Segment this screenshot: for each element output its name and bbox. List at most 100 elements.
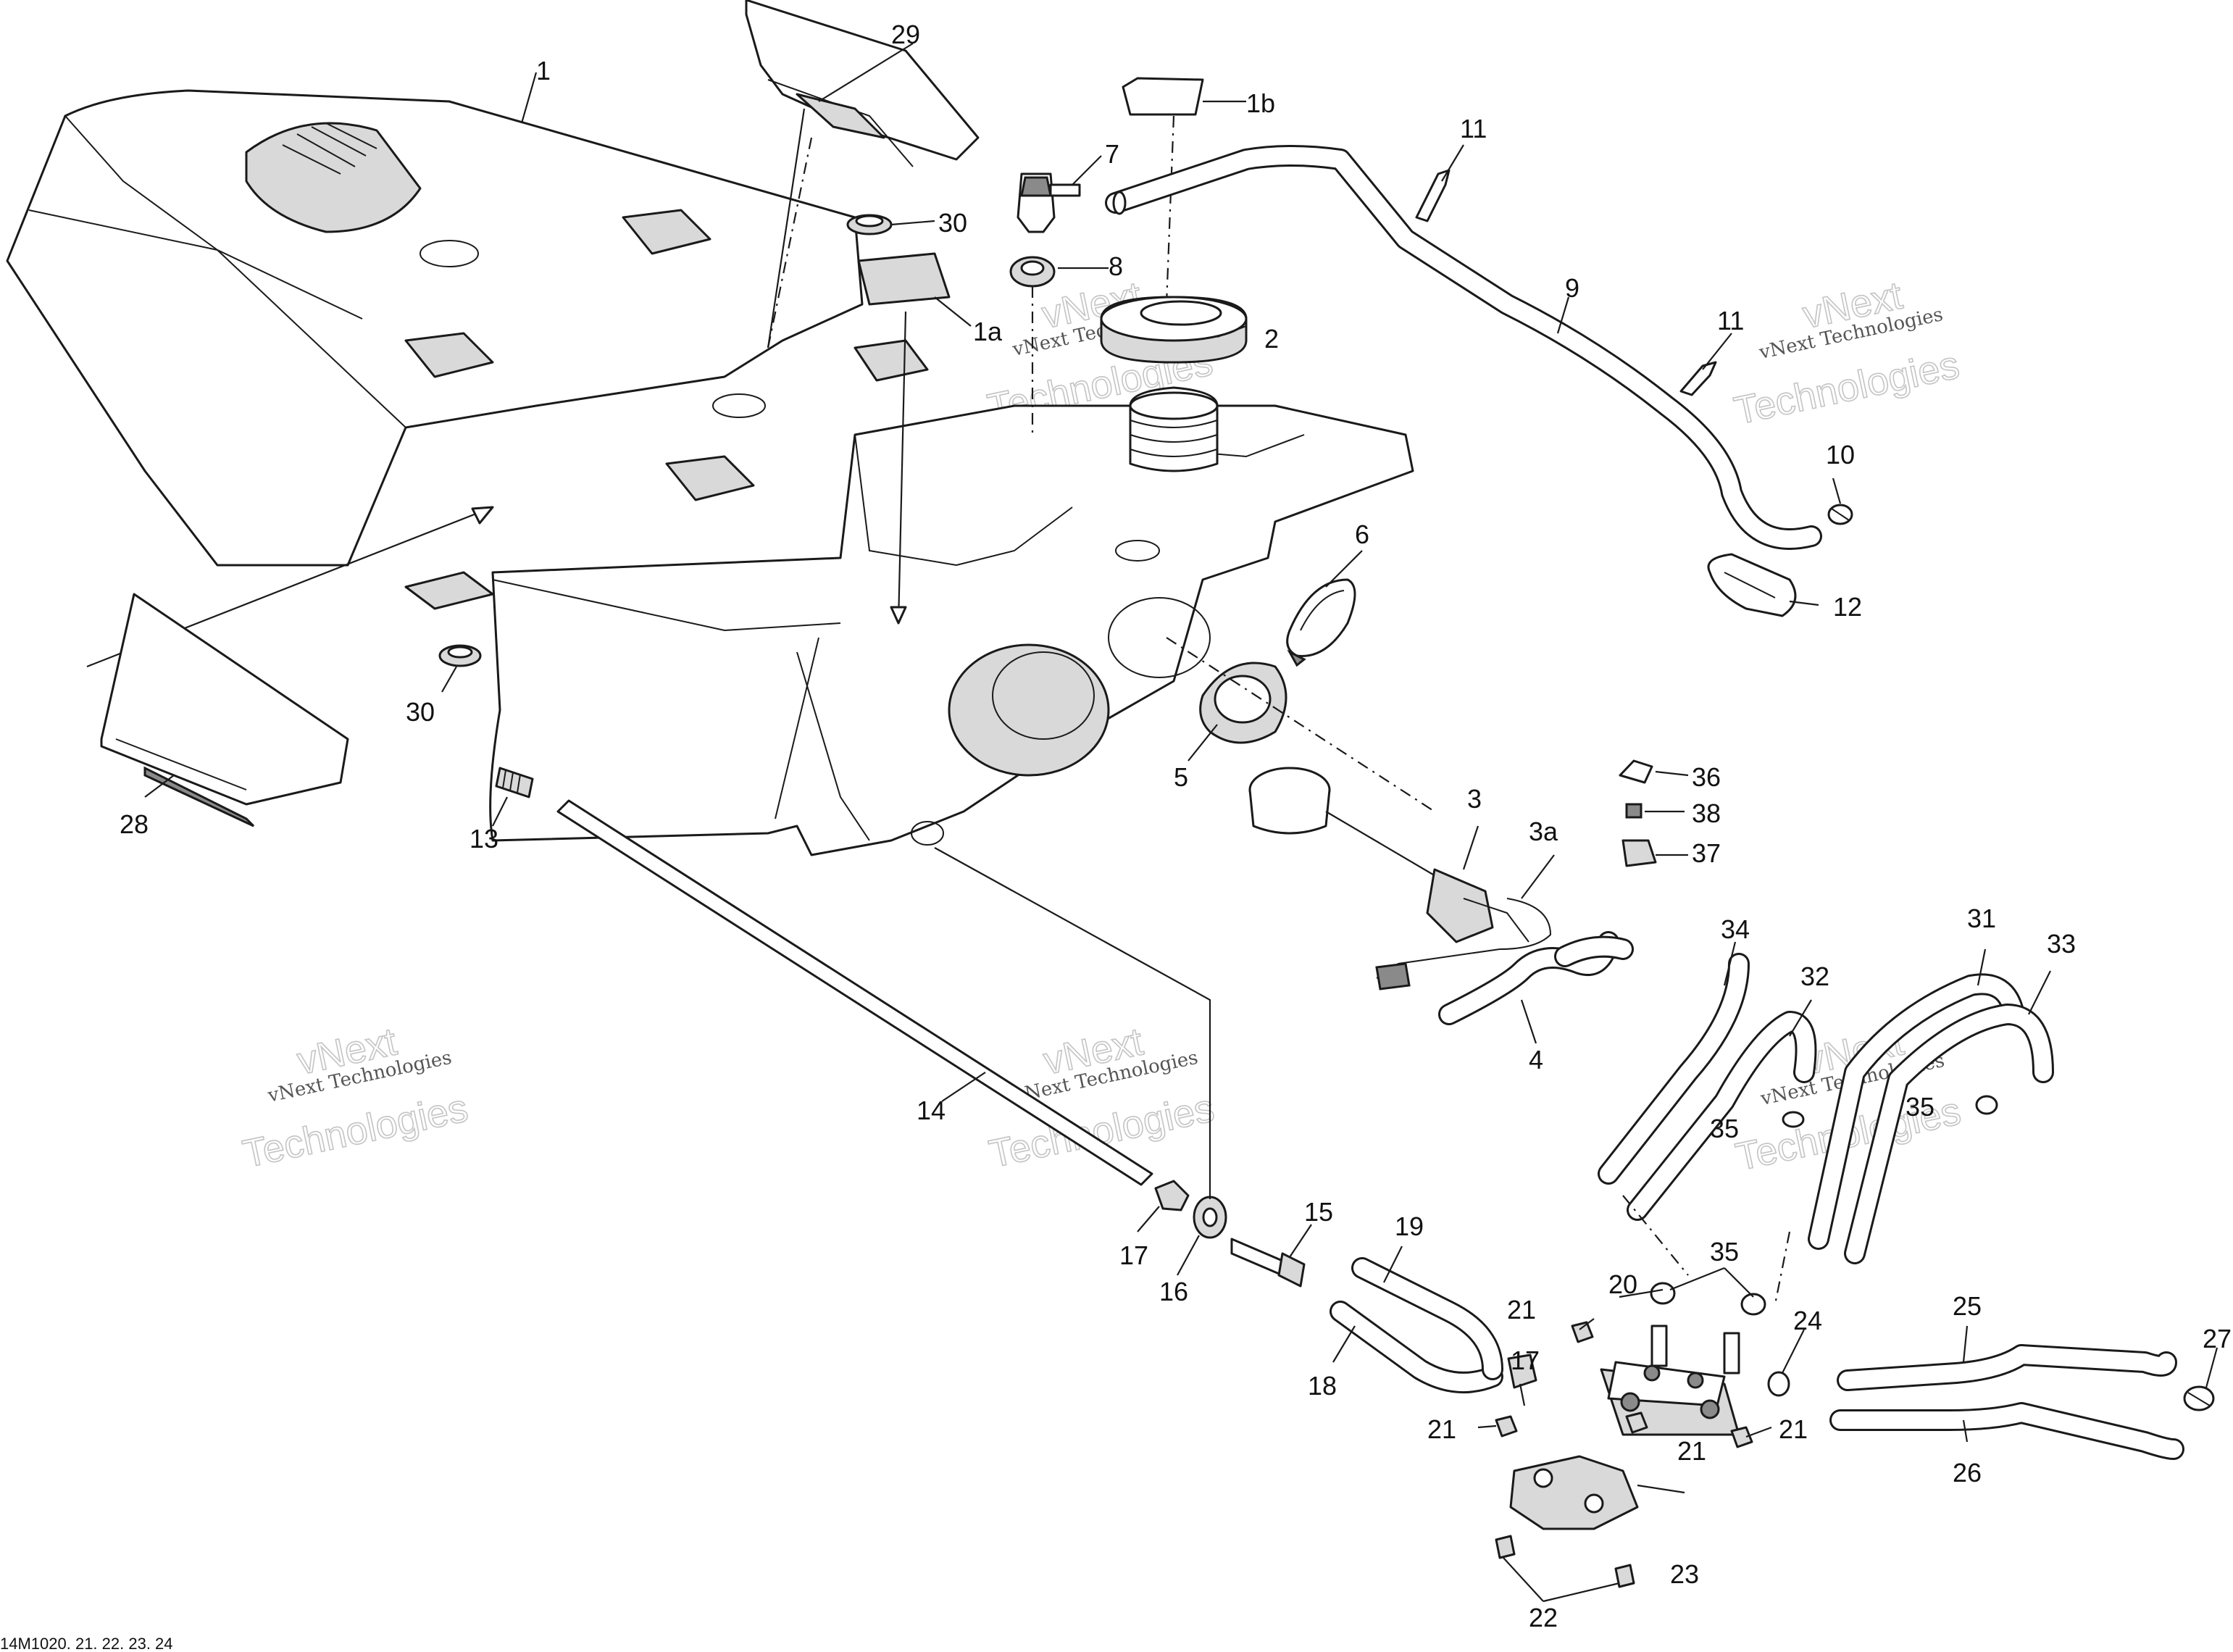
fuel-cap-2: [1100, 296, 1248, 364]
clamp-24: [1767, 1371, 1790, 1397]
tube-14: [556, 799, 1153, 1186]
screw-22-right: [1614, 1564, 1635, 1588]
callout-24: 24: [1793, 1306, 1822, 1335]
hose-18: [1330, 1301, 1503, 1393]
hose-4: [1438, 931, 1634, 1025]
side-panel-28: [100, 593, 349, 827]
callout-36: 36: [1692, 762, 1721, 792]
clamps-35: [1650, 1095, 1998, 1316]
callout-numbers: 1 29 30 1a 1b 2 7 8 11 9 11 10 12 6 5 3 …: [120, 20, 2232, 1632]
callout-23: 23: [1670, 1559, 1699, 1589]
callout-10: 10: [1826, 440, 1855, 470]
callout-1b: 1b: [1246, 88, 1275, 118]
pad-1b: [1122, 77, 1204, 305]
callout-5: 5: [1174, 762, 1188, 792]
assembly-line: [1774, 1231, 1791, 1305]
fuel-pump-sender-3: [1248, 767, 1529, 943]
drawing-id: 14M1020. 21. 22. 23. 24: [0, 1635, 173, 1652]
callout-19: 19: [1395, 1211, 1424, 1241]
hose-33: [1844, 1004, 2054, 1264]
vent-valve-7: [1017, 172, 1081, 233]
callout-17: 17: [1511, 1346, 1540, 1375]
callout-38: 38: [1692, 798, 1721, 828]
callout-13: 13: [469, 824, 498, 854]
callout-18: 18: [1308, 1371, 1337, 1401]
fitting-13: [495, 767, 534, 798]
callout-37: 37: [1692, 838, 1721, 868]
callout-34: 34: [1721, 914, 1750, 944]
grommet-30-upper: [846, 214, 893, 235]
clamp-10: [1827, 504, 1853, 525]
watermark: vNext vNext Technologies Technologies: [1730, 273, 1963, 434]
callout-7: 7: [1105, 139, 1119, 169]
callout-16: 16: [1159, 1277, 1188, 1306]
callout-35: 35: [1710, 1114, 1739, 1143]
callout-35: 35: [1710, 1237, 1739, 1267]
callout-20: 20: [1608, 1269, 1637, 1299]
strap-12: [1707, 553, 1797, 617]
pad-1a: [857, 252, 951, 625]
watermark: vNext vNext Technologies Technologies: [238, 1019, 472, 1177]
nut-38: [1625, 803, 1643, 819]
callout-31: 31: [1967, 904, 1996, 933]
callout-1: 1: [536, 56, 551, 85]
grommet-30-lower: [438, 644, 482, 667]
hose-19: [1351, 1257, 1503, 1380]
callout-12: 12: [1833, 592, 1862, 622]
grommet-8: [1009, 256, 1056, 435]
nut-17-lower: [1507, 1353, 1537, 1389]
leader-lines: [144, 43, 2219, 1603]
seal-ring-6: [1286, 578, 1356, 667]
upper-panel-29: [745, 0, 980, 349]
callout-21: 21: [1507, 1295, 1536, 1324]
screw-22-left: [1495, 1535, 1516, 1559]
callout-1a: 1a: [973, 317, 1003, 346]
callout-29: 29: [891, 20, 920, 49]
assembly-line: [1622, 1195, 1689, 1276]
callout-4: 4: [1529, 1045, 1543, 1075]
clip-36: [1619, 759, 1653, 784]
callout-28: 28: [120, 809, 149, 839]
callout-9: 9: [1565, 273, 1579, 303]
nuts-21: [1495, 1321, 1753, 1448]
filter-assembly-20: [1600, 1324, 1740, 1436]
fitting-15: [1230, 1238, 1306, 1288]
nut-17-upper: [1154, 1180, 1190, 1211]
callout-6: 6: [1355, 520, 1369, 549]
hose-25: [1837, 1344, 2177, 1391]
fuel-tank: [6, 89, 1414, 856]
vent-hose-9: [1105, 145, 1822, 550]
wiring-3a: [1375, 898, 1552, 990]
callout-21: 21: [1779, 1414, 1808, 1444]
callout-21: 21: [1677, 1436, 1706, 1466]
callout-22: 22: [1529, 1603, 1558, 1632]
hose-31: [1808, 973, 2025, 1250]
clamp-27: [2183, 1385, 2215, 1411]
callout-11: 11: [1717, 306, 1744, 335]
check-valve-11-lower: [1679, 361, 1717, 396]
callout-32: 32: [1800, 961, 1829, 991]
hose-32: [1627, 1011, 1817, 1221]
callout-2: 2: [1264, 324, 1279, 354]
callout-21: 21: [1427, 1414, 1456, 1444]
callout-30: 30: [938, 208, 967, 238]
hose-34: [1598, 953, 1750, 1185]
callout-15: 15: [1304, 1197, 1333, 1227]
callout-27: 27: [2203, 1324, 2232, 1353]
callout-11: 11: [1460, 114, 1487, 143]
callout-3a: 3a: [1529, 817, 1558, 846]
bracket-23: [1509, 1455, 1639, 1530]
callout-3: 3: [1467, 784, 1482, 814]
callout-14: 14: [917, 1096, 946, 1125]
lock-ring-5: [1166, 637, 1435, 812]
callout-30: 30: [406, 697, 435, 727]
clip-37: [1621, 839, 1657, 867]
hose-26: [1829, 1402, 2184, 1460]
washer-16: [934, 847, 1227, 1239]
callout-8: 8: [1109, 251, 1123, 281]
check-valve-11-upper: [1415, 169, 1451, 222]
callout-33: 33: [2047, 929, 2076, 959]
callout-26: 26: [1953, 1458, 1982, 1488]
callout-25: 25: [1953, 1291, 1982, 1321]
